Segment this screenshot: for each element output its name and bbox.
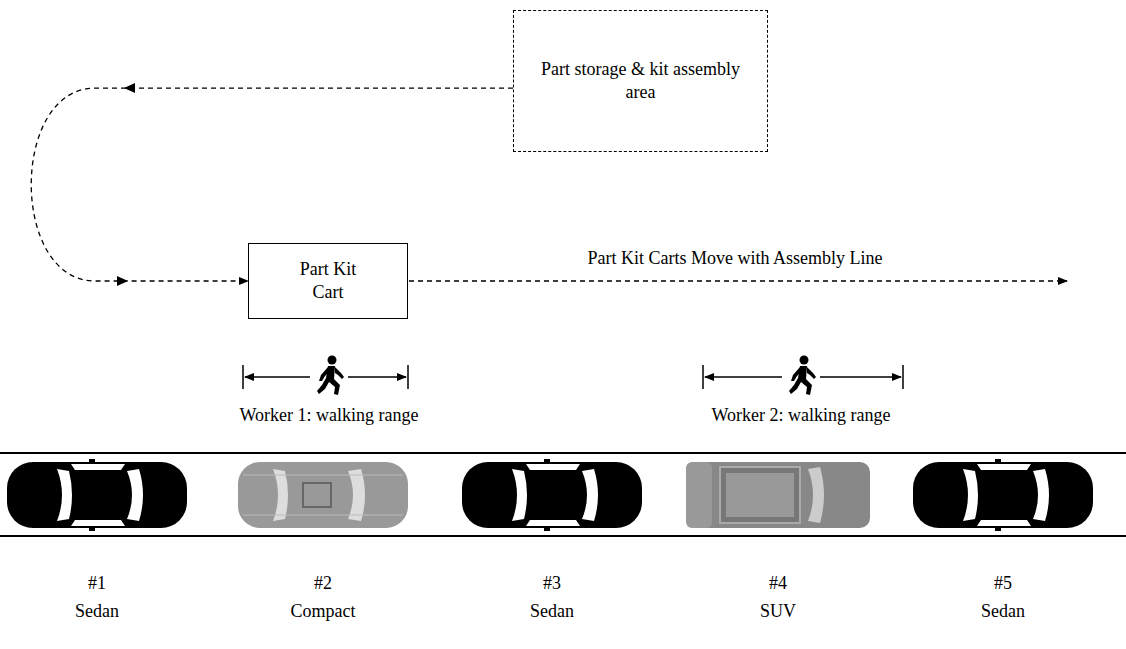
worker-range-label: Worker 2: walking range — [710, 405, 893, 427]
flow-label: Part Kit Carts Move with Assembly Line — [586, 248, 885, 270]
compact-car — [238, 462, 408, 528]
callout-number: #2 — [312, 573, 334, 595]
suv-car — [686, 462, 870, 528]
callout-number: #5 — [992, 573, 1014, 595]
part-kit-cart-box: Part Kit Cart — [248, 243, 408, 319]
callout-number: #3 — [541, 573, 563, 595]
car-type-label: SUV — [758, 601, 798, 623]
car-type-label: Sedan — [528, 601, 576, 623]
callout-number: #1 — [86, 573, 108, 595]
callout-number: #4 — [767, 573, 789, 595]
sedan-car — [7, 459, 187, 531]
assembly-line-rail — [0, 535, 1126, 537]
assembly-line-rail — [0, 452, 1126, 454]
worker-range-label: Worker 1: walking range — [238, 405, 421, 427]
cart-flow-line — [409, 280, 1067, 281]
sedan-car — [462, 459, 642, 531]
worker-icon — [317, 356, 344, 396]
car-type-label: Sedan — [979, 601, 1027, 623]
worker-icon — [789, 356, 816, 396]
sedan-car — [913, 459, 1093, 531]
car-type-label: Sedan — [73, 601, 121, 623]
box-text: Part Kit Cart — [288, 258, 368, 305]
car-type-label: Compact — [289, 601, 358, 623]
box-text: Part storage & kit assembly area — [536, 58, 746, 105]
storage-area-box: Part storage & kit assembly area — [513, 10, 768, 152]
